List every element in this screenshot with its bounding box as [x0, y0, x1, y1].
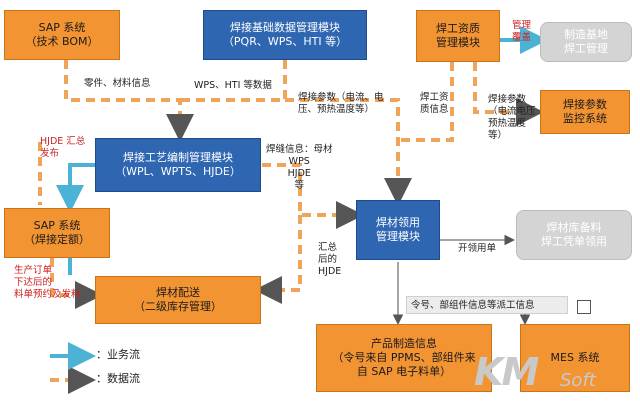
- soft-watermark: Soft: [560, 370, 596, 391]
- welder-qual-info-label: 焊工资质信息: [420, 92, 449, 115]
- weld-param-monitor-box: 焊接参数监控系统: [540, 90, 630, 134]
- legend-business-flow: ：业务流: [96, 348, 140, 361]
- material-requisition-box: 焊材领用管理模块: [356, 200, 440, 260]
- order-dispatch-label: 令号、部组件信息等派工信息: [406, 296, 568, 314]
- wps-hti-label: WPS、HTI 等数据: [194, 80, 272, 91]
- weld-params-label-1: 焊接参数（电流、电压、预热温度等）: [298, 92, 384, 115]
- sap-weld-quota-box: SAP 系统（焊接定额）: [4, 208, 110, 258]
- weld-base-data-box: 焊接基础数据管理模块（PQR、WPS、HTI 等）: [203, 10, 367, 60]
- sap-tech-bom-box: SAP 系统（技术 BOM）: [4, 10, 120, 60]
- manufacturing-base-box: 制造基地焊工管理: [540, 22, 632, 62]
- business-flow-lines: [50, 26, 548, 370]
- production-order-label: 生产订单下达后的料单预约及发料: [14, 265, 81, 300]
- km-logo-watermark: KM: [474, 350, 539, 394]
- issue-requisition-label: 开领用单: [458, 243, 497, 254]
- weld-params-label-2: 焊接参数（电流电压 预热温度等）: [488, 94, 536, 141]
- document-icon: [577, 300, 591, 314]
- legend-data-flow: ：数据流: [96, 372, 140, 385]
- product-mfg-info-box: 产品制造信息（令号来自 PPMS、部组件来自 SAP 电子料单）: [316, 324, 492, 392]
- parts-material-label: 零件、材料信息: [84, 78, 151, 89]
- material-distribution-box: 焊材配送（二级库存管理）: [95, 276, 261, 324]
- mgmt-cover-label: 管理覆盖: [512, 20, 532, 43]
- hjde-publish-label: HJDE 汇总发布: [40, 136, 86, 159]
- mes-box: MES 系统: [520, 324, 630, 392]
- weld-process-box: 焊接工艺编制管理模块（WPL、WPTS、HJDE）: [95, 138, 261, 192]
- welder-qualification-box: 焊工资质管理模块: [416, 10, 500, 62]
- warehouse-box: 焊材库备料焊工凭单领用: [516, 210, 632, 260]
- data-flow-lines: [38, 60, 544, 394]
